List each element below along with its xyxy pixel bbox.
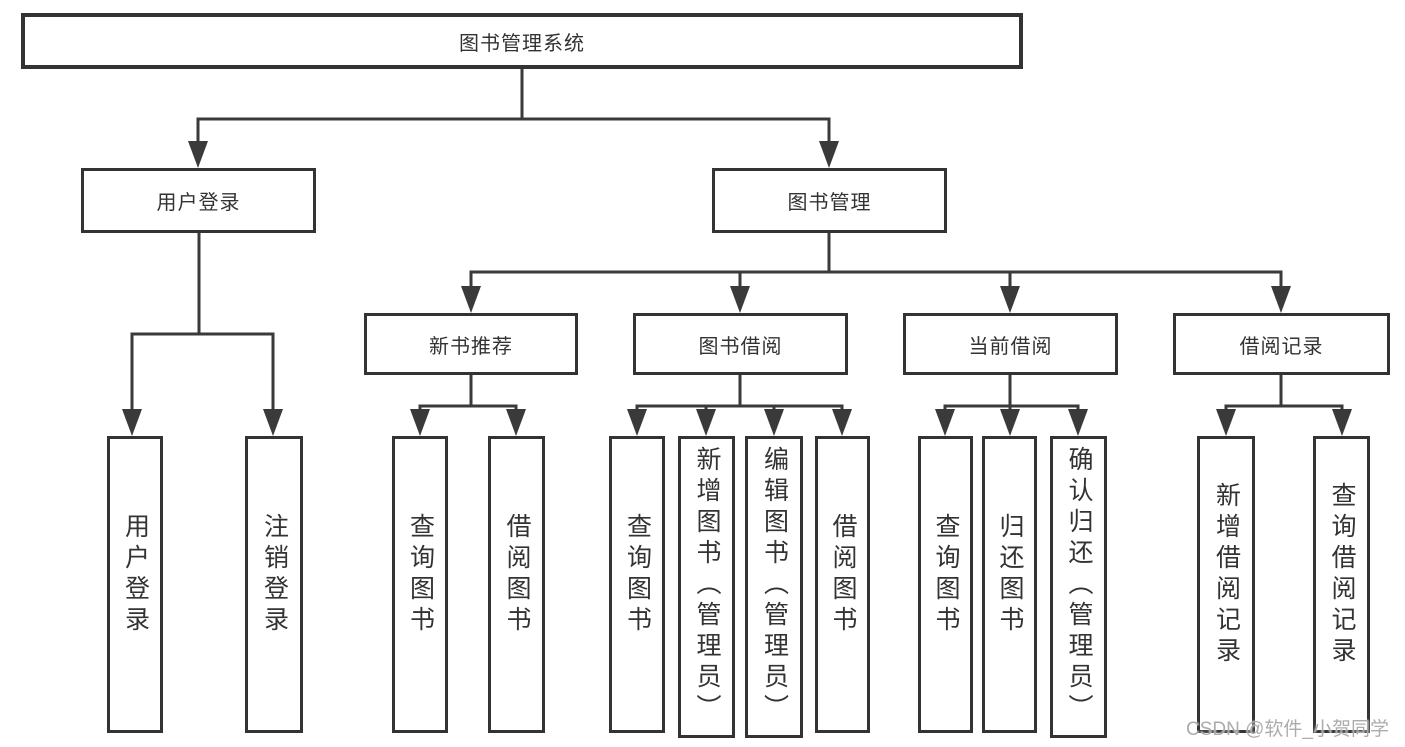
node-label: 新书推荐	[429, 335, 513, 358]
node-confirm-return-admin: 确认归还（管理员）	[1050, 436, 1107, 738]
connector-bookmgmt-to-level2	[461, 233, 1291, 313]
node-book-management: 图书管理	[712, 168, 947, 233]
node-label: 新增图书（管理员）	[693, 445, 721, 725]
csdn-watermark: CSDN @软件_小贺同学	[1186, 719, 1389, 740]
node-label: 图书管理	[787, 192, 872, 214]
node-logout: 注销登录	[245, 436, 303, 733]
node-borrow-books: 借阅图书	[815, 436, 870, 733]
node-label: 注销登录	[260, 512, 289, 637]
connector-currentborrow-to-leaves	[935, 375, 1088, 436]
node-current-borrowing: 当前借阅	[903, 313, 1118, 375]
node-label: 查询图书	[623, 512, 652, 637]
node-add-borrow-record: 新增借阅记录	[1197, 436, 1255, 733]
node-label: 确认归还（管理员）	[1065, 445, 1093, 725]
node-new-book-recommendation: 新书推荐	[364, 313, 578, 375]
node-library-management-system: 图书管理系统	[21, 13, 1023, 69]
node-user-login-leaf: 用户登录	[107, 436, 163, 733]
node-current-query-books: 查询图书	[918, 436, 973, 733]
connector-root-to-level1	[188, 69, 839, 168]
node-label: 查询图书	[406, 512, 435, 637]
node-label: 借阅图书	[829, 512, 857, 637]
node-label: 借阅记录	[1239, 335, 1324, 358]
node-label: 新增借阅记录	[1212, 481, 1241, 668]
node-label: 用户登录	[121, 512, 150, 637]
node-label: 图书管理系统	[459, 32, 585, 55]
connector-borrowrecords-to-leaves	[1216, 375, 1352, 436]
node-query-borrow-record: 查询借阅记录	[1313, 436, 1370, 733]
node-newbook-query-books: 查询图书	[392, 436, 448, 733]
node-label: 查询借阅记录	[1328, 481, 1356, 668]
connector-userlogin-to-leaves	[122, 233, 283, 436]
node-return-books: 归还图书	[982, 436, 1037, 733]
node-add-book-admin: 新增图书（管理员）	[678, 436, 735, 738]
node-book-borrowing: 图书借阅	[633, 313, 848, 375]
node-label: 归还图书	[996, 512, 1024, 637]
node-label: 当前借阅	[968, 335, 1053, 358]
node-newbook-borrow-books: 借阅图书	[488, 436, 545, 733]
node-borrowing-records: 借阅记录	[1173, 313, 1390, 375]
connector-newbook-to-leaves	[410, 375, 526, 436]
node-label: 借阅图书	[503, 512, 531, 637]
node-user-login: 用户登录	[81, 168, 316, 233]
node-label: 用户登录	[156, 192, 241, 214]
node-label: 查询图书	[932, 512, 960, 637]
node-label: 图书借阅	[698, 335, 783, 358]
node-borrow-query-books: 查询图书	[609, 436, 665, 733]
node-edit-book-admin: 编辑图书（管理员）	[745, 436, 803, 738]
connector-bookborrow-to-leaves	[627, 375, 852, 436]
node-label: 编辑图书（管理员）	[760, 445, 789, 725]
